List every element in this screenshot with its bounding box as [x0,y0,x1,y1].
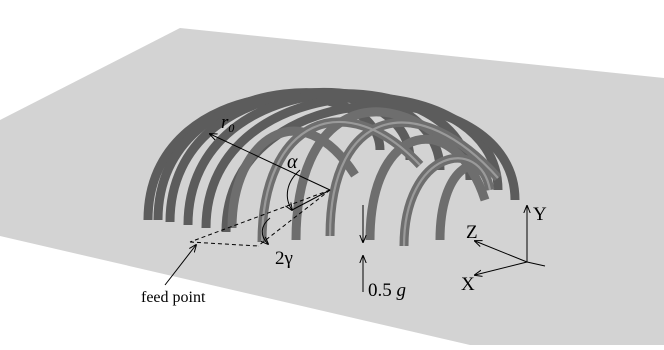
gamma-arc [262,217,271,244]
alpha-arc [287,169,301,210]
arch-front-1 [227,126,359,229]
axis-x-label: X [461,274,475,295]
radius-label: r0 [221,112,234,135]
arch-back-5 [201,93,503,229]
feed-dash-1 [189,189,331,243]
arch-group-front [227,107,502,247]
feed-point-leader [164,245,196,286]
feed-point-label: feed point [141,289,206,306]
axis-z-label: Z [466,222,478,243]
alpha-label: α [287,151,298,173]
gap-label: 0.5 g [368,280,406,301]
axes-triad: Y Z X [461,204,547,295]
axis-x-line [475,261,528,275]
radius-line [210,134,331,191]
feed-dash-2 [257,189,331,247]
axis-z-line [475,241,528,263]
two-gamma-label: 2γ [275,248,293,269]
arch-front-7 [435,161,485,241]
axis-y-label: Y [533,204,547,225]
